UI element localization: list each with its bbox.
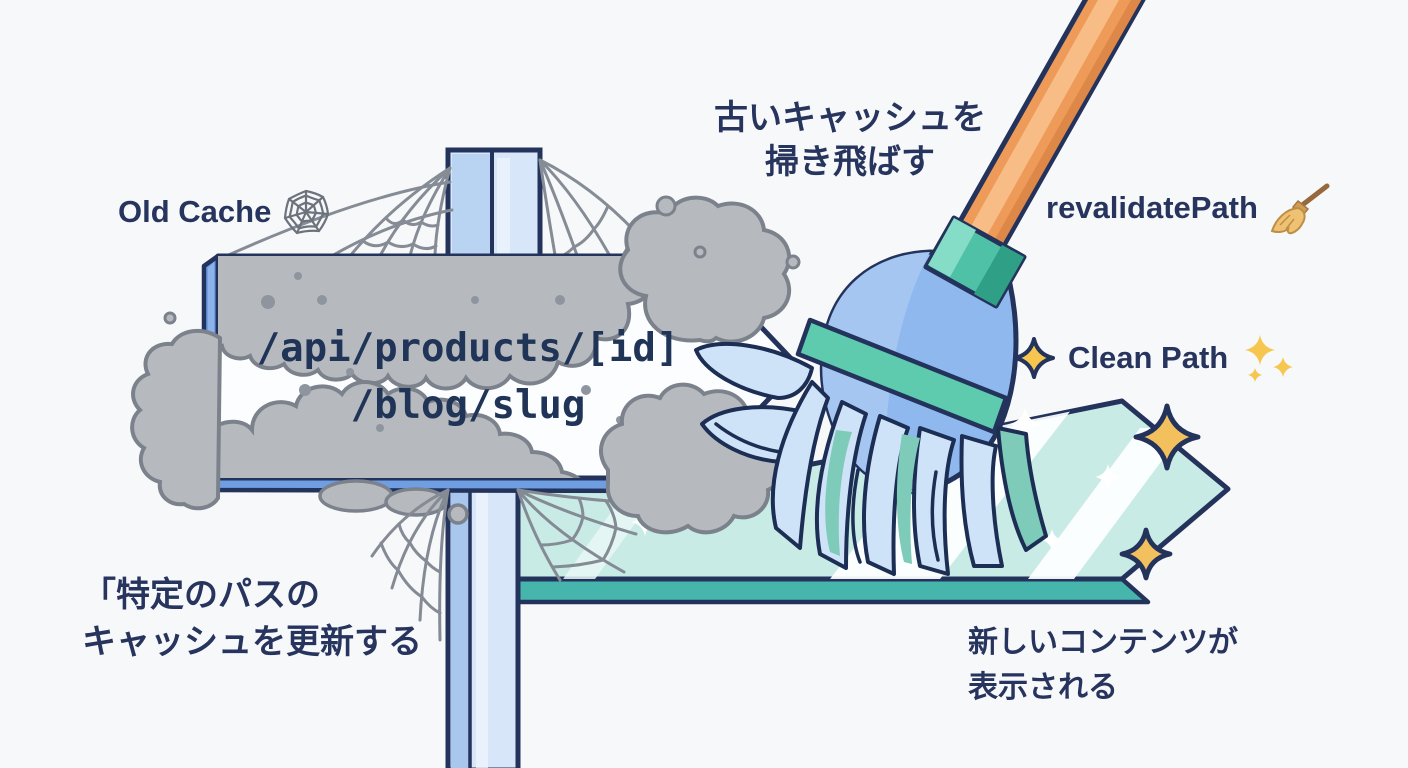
cobweb-fan-lower-left [370, 488, 450, 642]
spider-web-icon [284, 189, 330, 235]
old-cache-label: Old Cache [118, 188, 330, 236]
broom-bristle-accents [825, 430, 920, 564]
broom-band [795, 317, 1009, 435]
broom-icon [1270, 183, 1330, 235]
sparkle-star-icon [1013, 337, 1055, 379]
cobwebs-upper [222, 158, 652, 342]
cobweb-fan-left [348, 166, 452, 258]
revalidate-path-text: revalidatePath [1046, 189, 1258, 225]
broom-ferrule [923, 215, 1027, 309]
old-cache-text: Old Cache [118, 193, 272, 229]
revalidate-path-label: revalidatePath [1046, 181, 1330, 235]
dust-clouds-outside [130, 195, 801, 535]
right-caption-line1: 新しいコンテンツが [968, 626, 1238, 659]
old-sign-path-1: /api/products/[id] [256, 326, 680, 371]
dust-dots-outer [163, 195, 801, 325]
broom [694, 0, 1146, 576]
right-caption: 新しいコンテンツが 表示される [968, 620, 1238, 710]
left-caption-line1: 「特定のパスの [82, 576, 320, 614]
clean-path-text: Clean Path [1068, 339, 1229, 375]
broom-bristle-lines [714, 422, 940, 564]
sparkles-icon [1245, 335, 1294, 382]
clean-path-label: Clean Path [1012, 330, 1296, 386]
left-caption-line2: キャッシュを更新する [82, 623, 422, 661]
old-sign-path-2: /blog/slug [350, 383, 586, 428]
dust-cloud-left [130, 328, 223, 511]
old-sign-paths: /api/products/[id] /blog/slug [229, 320, 707, 434]
right-caption-line2: 表示される [968, 671, 1118, 704]
old-sign-dust [218, 256, 665, 478]
left-caption: 「特定のパスの キャッシュを更新する [82, 572, 422, 666]
top-caption-line1: 古いキャッシュを [714, 99, 986, 137]
top-caption: 古いキャッシュを 掃き飛ばす [620, 96, 1080, 184]
top-caption-line2: 掃き飛ばす [765, 143, 935, 181]
dust-cloud-top-right [618, 195, 792, 344]
